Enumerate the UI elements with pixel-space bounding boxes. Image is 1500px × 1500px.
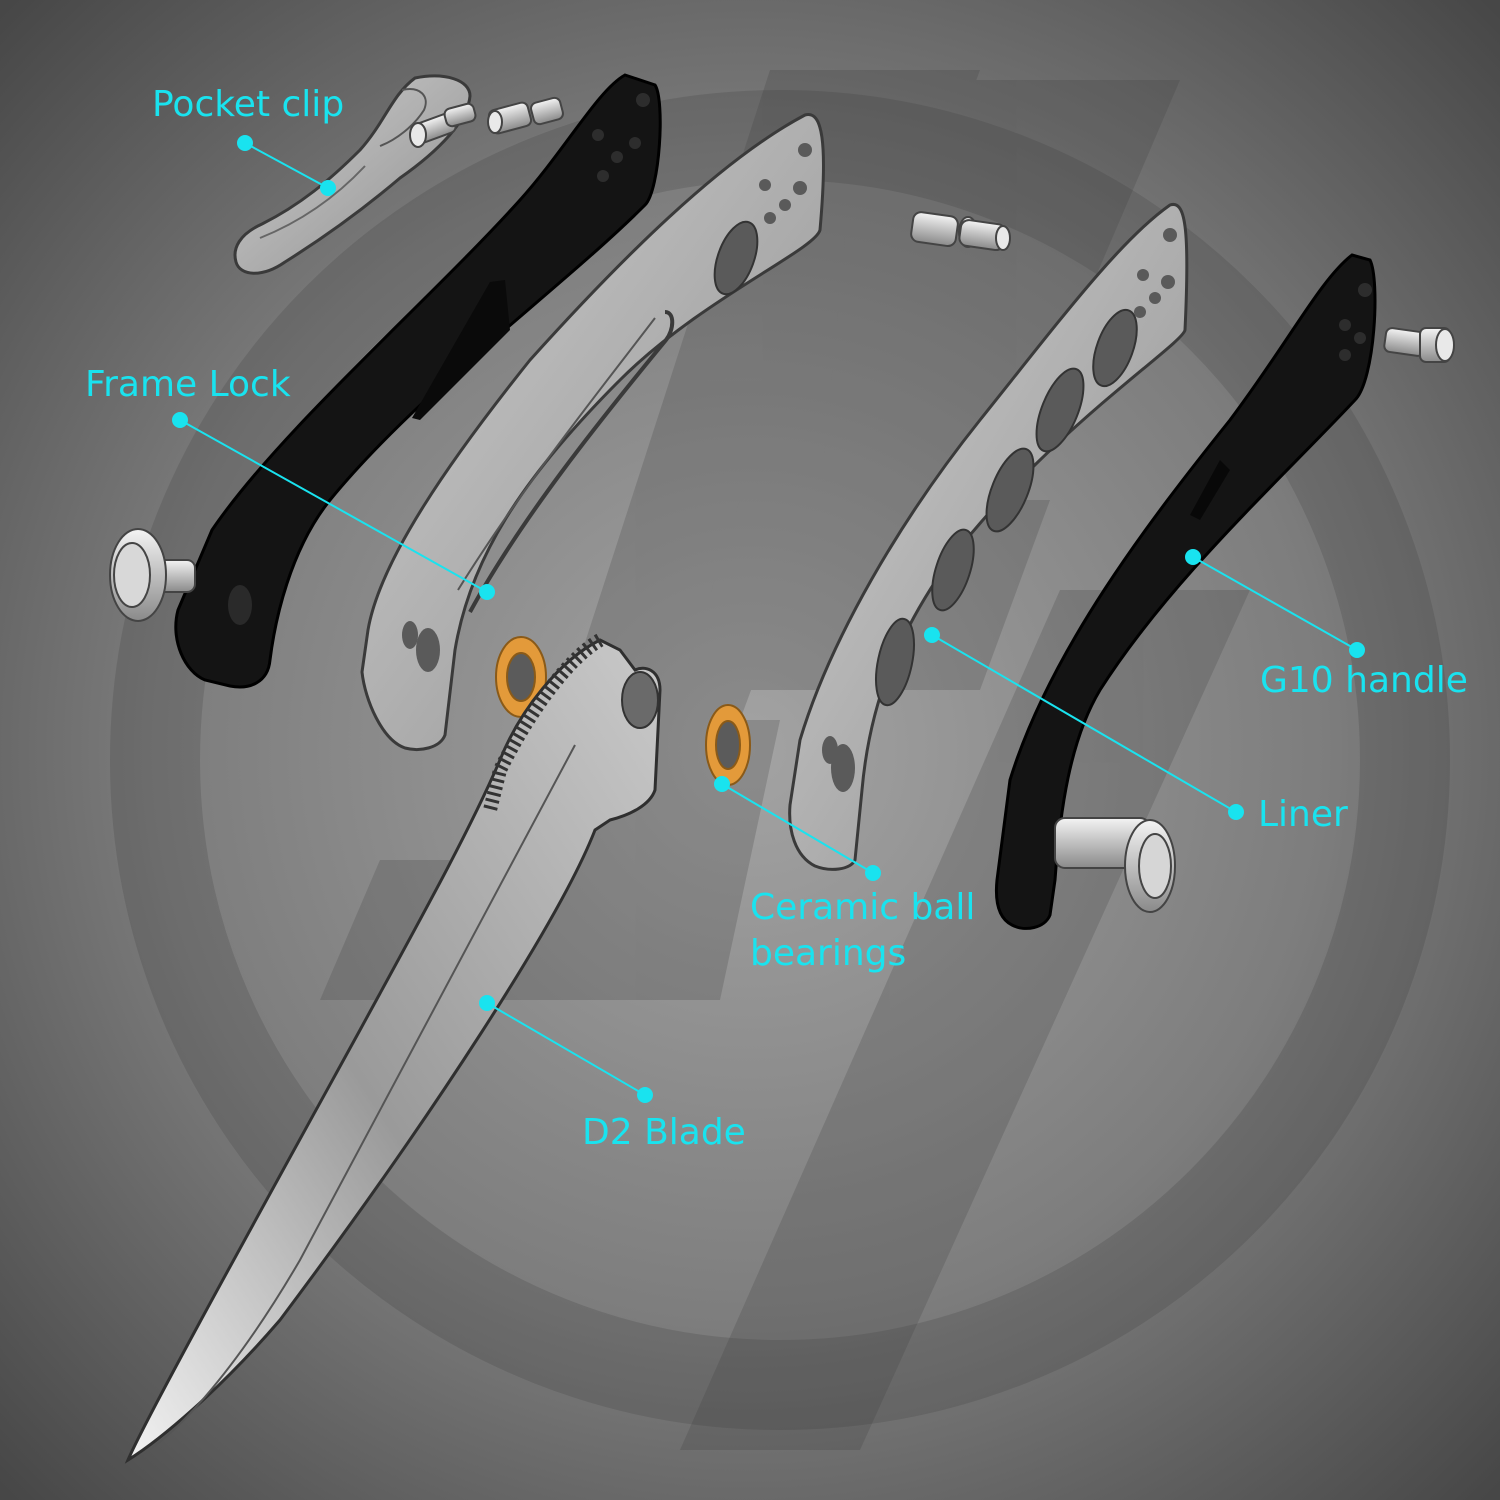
pivot-screw-icon — [109, 528, 196, 622]
ceramic-bearing-right — [705, 704, 751, 786]
leader-frame-lock — [172, 412, 495, 600]
pivot-screw-icon — [910, 211, 1011, 252]
callout-leaders — [172, 135, 1365, 1103]
bearings-label-line-1: Ceramic ball — [750, 887, 976, 928]
leader-g10-handle — [1185, 549, 1365, 658]
frame-lock-part — [360, 113, 825, 751]
liner-label: Liner — [1258, 794, 1348, 835]
d2-blade-part — [124, 633, 662, 1464]
g10-handle-label: G10 handle — [1260, 660, 1468, 701]
pivot-screw-icon — [1383, 327, 1455, 363]
frame-lock-label: Frame Lock — [85, 364, 291, 405]
left-g10-scale — [174, 73, 662, 689]
pivot-screw-icon — [1054, 817, 1176, 913]
leader-pocket-clip — [237, 135, 336, 196]
pocket-clip-label: Pocket clip — [152, 84, 345, 125]
right-g10-scale — [994, 253, 1377, 930]
bearings-label: Ceramic ball bearings — [750, 885, 975, 977]
leader-liner — [924, 627, 1244, 820]
d2-blade-label: D2 Blade — [582, 1112, 746, 1153]
leader-bearings — [714, 776, 881, 881]
leader-d2-blade — [479, 995, 653, 1103]
ceramic-bearing-left — [495, 636, 547, 718]
bearings-label-line-2: bearings — [750, 933, 907, 974]
pivot-screw-icon — [409, 96, 564, 148]
liner-part — [788, 202, 1189, 871]
